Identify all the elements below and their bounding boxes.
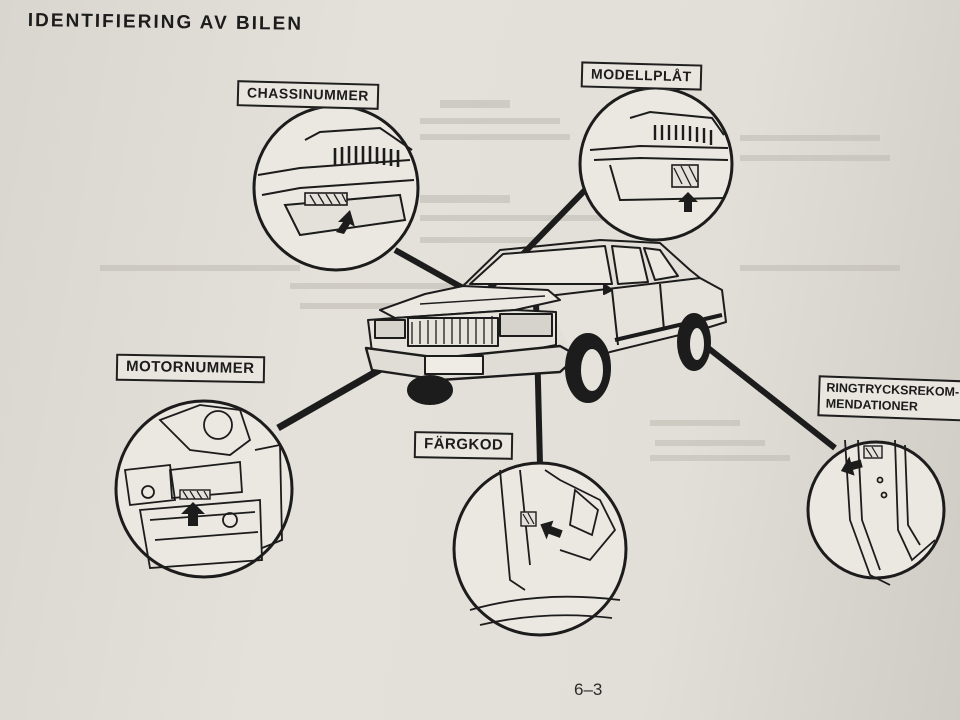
detail-engine-number (114, 399, 294, 579)
callout-chassis-number: CHASSINUMMER (236, 80, 380, 110)
leader-chassis (393, 247, 472, 295)
detail-model-plate (578, 86, 734, 242)
page-number: 6–3 (574, 680, 603, 699)
callout-engine-number: MOTORNUMMER (115, 353, 265, 384)
sedan-car (364, 239, 727, 405)
callout-model-plate: MODELLPLÅT (580, 61, 702, 91)
arrow-icon (336, 210, 355, 234)
arrow-icon (678, 192, 698, 212)
arrow-icon (540, 520, 563, 540)
callout-tire-pressure: RINGTRYCKSREKOM- MENDATIONER (817, 375, 960, 422)
detail-color-code (452, 461, 628, 637)
callout-color-code: FÄRGKOD (413, 431, 514, 460)
detail-chassis-number (252, 104, 420, 272)
arrow-icon (840, 456, 863, 476)
detail-tire-pressure (806, 439, 946, 586)
page-title: IDENTIFIERING AV BILEN (27, 10, 304, 35)
arrow-icon (181, 502, 205, 526)
show-through-text (100, 100, 900, 461)
